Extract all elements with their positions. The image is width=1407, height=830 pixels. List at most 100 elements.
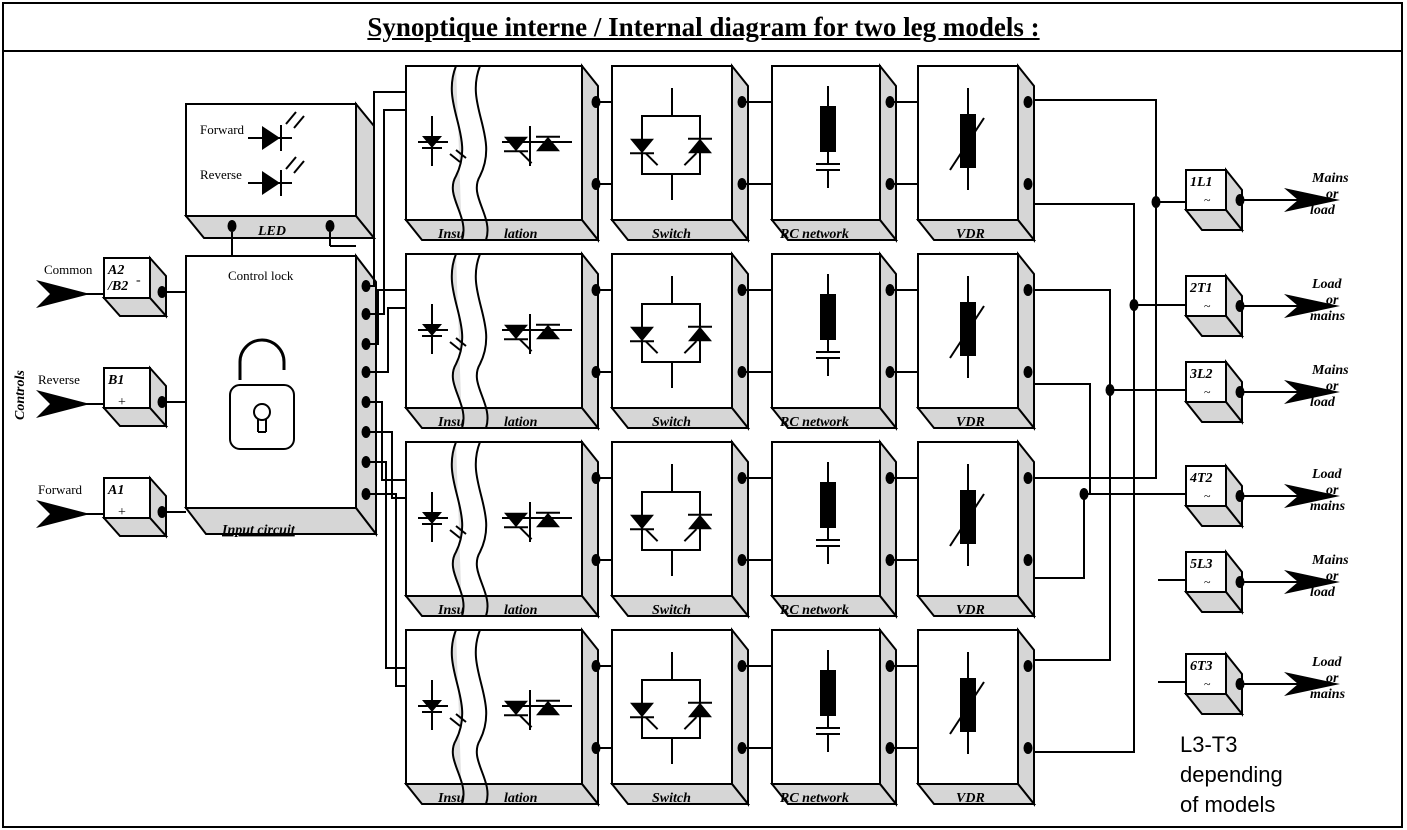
- terminal-dot: [361, 280, 371, 292]
- diode-symbol: [683, 325, 712, 354]
- switch-label: Switch: [652, 603, 691, 618]
- insulation-label: lation: [504, 227, 538, 242]
- terminal-dot: [1235, 678, 1245, 690]
- box-side: [731, 627, 749, 807]
- terminal-dot: [591, 178, 601, 190]
- terminal-dot: [591, 96, 601, 108]
- switch-label: Switch: [652, 415, 691, 430]
- output-text: or: [1326, 293, 1339, 308]
- vdr-label: VDR: [956, 603, 985, 618]
- light-ray: [455, 337, 467, 347]
- terminal-sign: ~: [1204, 193, 1211, 207]
- terminal-dot: [157, 396, 167, 408]
- box-front: [771, 253, 881, 409]
- diode-triangle: [688, 138, 712, 154]
- terminal-dot: [1023, 660, 1033, 672]
- diode-triangle: [630, 702, 654, 718]
- output-text: Mains: [1311, 363, 1349, 378]
- input-name: Forward: [38, 482, 83, 497]
- box-side: [1017, 627, 1035, 807]
- varistor-slash: [949, 305, 985, 359]
- gate: [683, 528, 698, 542]
- terminal-label: 6T3: [1190, 659, 1213, 674]
- terminal-dot: [737, 472, 747, 484]
- wire: [1034, 305, 1135, 753]
- terminal-box: [1183, 167, 1245, 233]
- terminal-dot: [157, 506, 167, 518]
- insulation-gap: [450, 629, 465, 805]
- terminal-label: B1: [107, 373, 124, 388]
- terminal-dot: [885, 472, 895, 484]
- terminal-dot: [1235, 576, 1245, 588]
- terminal-dot: [361, 396, 371, 408]
- insulation-gap: [450, 65, 465, 241]
- control-wire: [370, 431, 406, 499]
- gate: [644, 716, 659, 730]
- rc-box: [769, 63, 899, 243]
- terminal-sign: ~: [1204, 575, 1211, 589]
- terminal-dot: [737, 96, 747, 108]
- terminal-dot: [885, 660, 895, 672]
- diode-triangle: [536, 136, 560, 152]
- terminal-box: [101, 475, 169, 539]
- insulation-box: [403, 439, 601, 619]
- terminal-dot: [1235, 194, 1245, 206]
- terminal-dot: [1023, 554, 1033, 566]
- switch-label: Switch: [652, 791, 691, 806]
- box-bottom: [403, 407, 601, 429]
- insulation-gap: [474, 441, 489, 617]
- varistor-slash: [949, 493, 985, 547]
- insulation-label: lation: [504, 791, 538, 806]
- light-ray: [285, 156, 297, 170]
- terminal-dot: [737, 284, 747, 296]
- box-side: [879, 63, 897, 243]
- terminal-sign: +: [118, 395, 126, 410]
- box-front: [103, 367, 151, 409]
- output-text: Load: [1311, 467, 1343, 482]
- switch-label: Switch: [652, 227, 691, 242]
- output-text: or: [1326, 483, 1339, 498]
- terminal-dot: [361, 456, 371, 468]
- insulation-box: [403, 251, 601, 431]
- terminal-label: 5L3: [1190, 557, 1213, 572]
- terminal-dot: [361, 338, 371, 350]
- terminal-dot: [227, 220, 237, 232]
- control-wire: [370, 91, 406, 287]
- terminal-label: 3L2: [1189, 367, 1213, 382]
- terminal-dot: [1235, 386, 1245, 398]
- rc-box: [769, 251, 899, 431]
- note-line: L3-T3: [1180, 732, 1237, 757]
- resistor: [820, 670, 836, 716]
- box-bottom: [403, 783, 601, 805]
- terminal-dot: [885, 178, 895, 190]
- wire: [1034, 99, 1157, 202]
- diode-symbol: [683, 701, 712, 730]
- diode-triangle: [630, 326, 654, 342]
- insulation-label: lation: [504, 415, 538, 430]
- output-arrow: [1284, 294, 1340, 318]
- box-side: [581, 251, 599, 431]
- terminal-dot: [737, 742, 747, 754]
- light-ray: [449, 529, 461, 539]
- diode-triangle: [504, 512, 528, 528]
- insulation-gap: [450, 253, 465, 429]
- switch-symbol: [630, 276, 712, 388]
- output-arrow: [1284, 570, 1340, 594]
- terminal-sign: ~: [1204, 385, 1211, 399]
- output-text: Mains: [1311, 171, 1349, 186]
- box-front: [1185, 653, 1227, 695]
- terminal-dot: [1023, 178, 1033, 190]
- terminal-dot: [591, 284, 601, 296]
- wire: [1034, 390, 1111, 661]
- rc-symbol: [816, 274, 840, 376]
- diode-symbol: [630, 702, 659, 730]
- output-text: load: [1310, 395, 1336, 410]
- output-wiring: [1034, 99, 1186, 753]
- output-arrow: [1284, 188, 1340, 212]
- output-text: Load: [1311, 655, 1343, 670]
- diode-triangle: [630, 514, 654, 530]
- box-side: [731, 439, 749, 619]
- box-side: [581, 439, 599, 619]
